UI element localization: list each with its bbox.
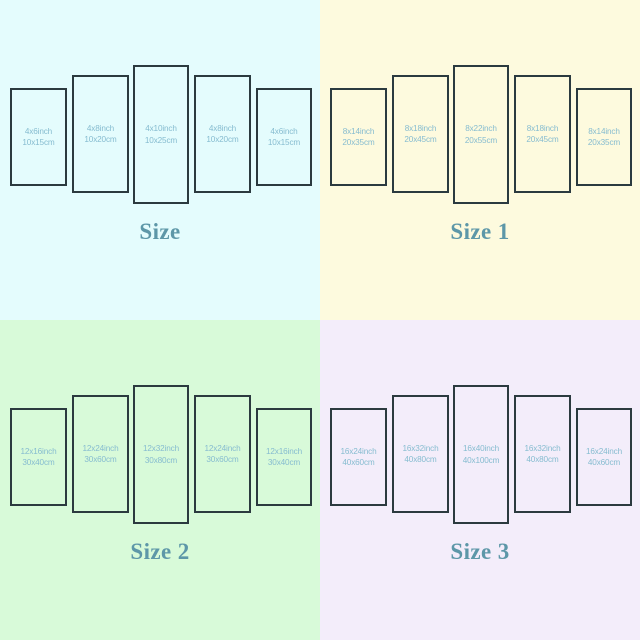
panel-size-label: 8x22inch 20x55cm <box>465 123 497 146</box>
panel-size-cm: 30x40cm <box>22 458 55 467</box>
panel-size-label: 16x24inch 40x60cm <box>341 446 377 469</box>
panel-size-inch: 12x24inch <box>204 443 241 453</box>
panel-size-cm: 20x35cm <box>587 138 621 147</box>
panel-size-inch: 12x16inch <box>266 446 302 456</box>
size-option-size[interactable]: 4x6inch 10x15cm 4x8inch 10x20cm 4x10inch 10… <box>0 0 320 320</box>
size-option-title: Size 3 <box>450 539 510 564</box>
canvas-panel-5: 4x6inch 10x15cm <box>256 88 312 186</box>
panel-size-cm: 40x80cm <box>526 455 559 464</box>
panel-size-label: 8x14inch 20x35cm <box>342 126 374 149</box>
panel-size-label: 4x8inch 10x20cm <box>206 123 238 146</box>
canvas-panel-2: 16x32inch 40x80cm <box>392 395 449 513</box>
panel-size-inch: 12x32inch <box>143 444 179 453</box>
panel-size-inch: 16x24inch <box>586 446 622 456</box>
panel-size-cm: 30x60cm <box>84 455 117 464</box>
panel-size-cm: 20x45cm <box>404 135 437 144</box>
panel-size-inch: 8x14inch <box>588 126 620 136</box>
panel-size-inch: 16x32inch <box>402 443 439 453</box>
canvas-panel-1: 4x6inch 10x15cm <box>10 88 67 186</box>
canvas-panel-1: 16x24inch 40x60cm <box>330 408 387 506</box>
canvas-panel-3: 8x22inch 20x55cm <box>453 65 509 204</box>
panel-size-inch: 8x18inch <box>526 123 559 133</box>
panel-size-inch: 8x14inch <box>342 126 375 136</box>
panel-size-label: 8x18inch 20x45cm <box>404 123 436 146</box>
panel-size-cm: 10x20cm <box>206 135 239 144</box>
panel-size-cm: 10x15cm <box>22 138 55 147</box>
panel-size-cm: 10x25cm <box>144 135 178 145</box>
size-option-title: Size <box>139 219 181 244</box>
panel-size-inch: 4x6inch <box>270 126 298 136</box>
size-option-title: Size 1 <box>450 219 510 244</box>
panel-size-cm: 30x80cm <box>144 455 178 465</box>
canvas-panel-4: 4x8inch 10x20cm <box>194 75 251 193</box>
canvas-panel-1: 8x14inch 20x35cm <box>330 88 387 186</box>
panel-size-inch: 16x24inch <box>340 446 377 456</box>
panel-size-label: 12x24inch 30x60cm <box>205 443 241 466</box>
canvas-panel-1: 12x16inch 30x40cm <box>10 408 67 506</box>
panel-size-inch: 12x16inch <box>20 446 57 456</box>
panel-size-label: 16x40inch 40x100cm <box>463 443 500 466</box>
panel-size-inch: 4x8inch <box>86 123 115 133</box>
size-option-title: Size 2 <box>130 539 190 564</box>
size-option-size-1[interactable]: 8x14inch 20x35cm 8x18inch 20x45cm 8x22inch… <box>320 0 640 320</box>
canvas-panel-2: 12x24inch 30x60cm <box>72 395 129 513</box>
panel-group: 12x16inch 30x40cm 12x24inch 30x60cm 12x32i… <box>0 320 320 535</box>
panel-size-cm: 10x15cm <box>267 138 301 147</box>
panel-size-inch: 16x32inch <box>524 443 561 453</box>
panel-size-cm: 40x60cm <box>587 458 621 467</box>
canvas-panel-3: 12x32inch 30x80cm <box>133 385 189 524</box>
panel-size-inch: 12x24inch <box>82 443 119 453</box>
panel-size-label: 12x16inch 30x40cm <box>21 446 57 469</box>
panel-size-cm: 30x40cm <box>267 458 301 467</box>
panel-size-label: 12x32inch 30x80cm <box>143 443 179 466</box>
panel-size-label: 8x18inch 20x45cm <box>526 123 558 146</box>
canvas-panel-3: 4x10inch 10x25cm <box>133 65 189 204</box>
panel-size-label: 4x10inch 10x25cm <box>145 123 177 146</box>
panel-size-cm: 40x100cm <box>462 455 500 465</box>
panel-size-label: 12x16inch 30x40cm <box>266 446 302 469</box>
panel-size-cm: 30x60cm <box>206 455 239 464</box>
canvas-panel-3: 16x40inch 40x100cm <box>453 385 509 524</box>
canvas-panel-4: 12x24inch 30x60cm <box>194 395 251 513</box>
panel-size-label: 8x14inch 20x35cm <box>588 126 620 149</box>
panel-group: 16x24inch 40x60cm 16x32inch 40x80cm 16x40i… <box>320 320 640 535</box>
canvas-panel-4: 16x32inch 40x80cm <box>514 395 571 513</box>
panel-size-inch: 4x8inch <box>208 123 237 133</box>
panel-size-cm: 10x20cm <box>84 135 117 144</box>
panel-size-inch: 8x22inch <box>465 124 497 133</box>
panel-size-cm: 20x45cm <box>526 135 559 144</box>
panel-group: 4x6inch 10x15cm 4x8inch 10x20cm 4x10inch 10… <box>0 0 320 215</box>
panel-size-label: 16x32inch 40x80cm <box>525 443 561 466</box>
panel-size-label: 4x6inch 10x15cm <box>268 126 300 149</box>
size-option-size-2[interactable]: 12x16inch 30x40cm 12x24inch 30x60cm 12x32i… <box>0 320 320 640</box>
canvas-panel-2: 4x8inch 10x20cm <box>72 75 129 193</box>
panel-size-inch: 4x10inch <box>145 124 177 133</box>
canvas-panel-4: 8x18inch 20x45cm <box>514 75 571 193</box>
canvas-panel-5: 16x24inch 40x60cm <box>576 408 632 506</box>
panel-size-cm: 20x35cm <box>342 138 375 147</box>
panel-size-inch: 4x6inch <box>24 126 53 136</box>
panel-size-cm: 20x55cm <box>464 135 498 145</box>
size-option-size-3[interactable]: 16x24inch 40x60cm 16x32inch 40x80cm 16x40i… <box>320 320 640 640</box>
panel-size-label: 12x24inch 30x60cm <box>83 443 119 466</box>
panel-size-inch: 8x18inch <box>404 123 437 133</box>
panel-size-cm: 40x60cm <box>342 458 375 467</box>
panel-size-inch: 16x40inch <box>463 444 499 453</box>
canvas-panel-2: 8x18inch 20x45cm <box>392 75 449 193</box>
panel-group: 8x14inch 20x35cm 8x18inch 20x45cm 8x22inch… <box>320 0 640 215</box>
panel-size-label: 4x8inch 10x20cm <box>84 123 116 146</box>
panel-size-label: 16x24inch 40x60cm <box>586 446 622 469</box>
panel-size-cm: 40x80cm <box>404 455 437 464</box>
canvas-panel-5: 8x14inch 20x35cm <box>576 88 632 186</box>
panel-size-label: 16x32inch 40x80cm <box>403 443 439 466</box>
panel-size-label: 4x6inch 10x15cm <box>22 126 54 149</box>
canvas-panel-5: 12x16inch 30x40cm <box>256 408 312 506</box>
